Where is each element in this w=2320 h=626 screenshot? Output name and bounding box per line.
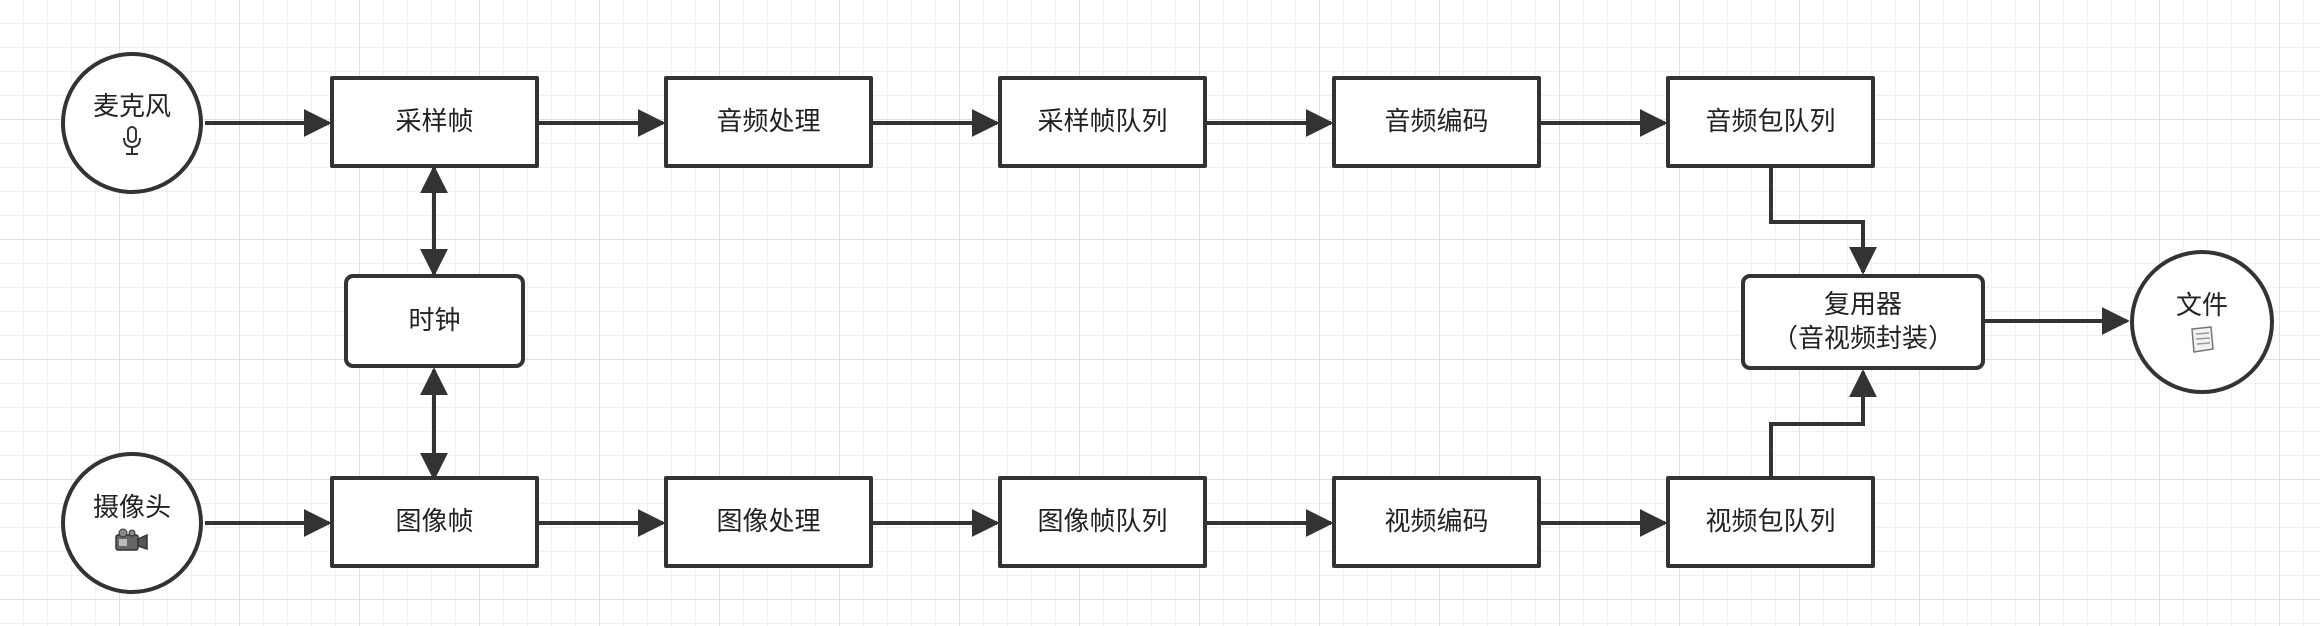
file-node: 文件 xyxy=(2130,250,2274,394)
camera-node: 摄像头 xyxy=(61,452,203,594)
audio-encode-node: 音频编码 xyxy=(1332,76,1541,168)
muxer-sublabel: （音视频封装） xyxy=(1771,324,1954,354)
video-encode-label: 视频编码 xyxy=(1384,507,1489,537)
muxer-node: 复用器 （音视频封装） xyxy=(1741,274,1985,370)
sample-frame-label: 采样帧 xyxy=(395,107,474,137)
audio-process-label: 音频处理 xyxy=(716,107,821,137)
audio-packet-queue-label: 音频包队列 xyxy=(1705,107,1836,137)
image-frame-node: 图像帧 xyxy=(330,476,539,568)
microphone-node: 麦克风 xyxy=(61,52,203,194)
audio-encode-label: 音频编码 xyxy=(1384,107,1489,137)
video-packet-queue-label: 视频包队列 xyxy=(1705,507,1836,537)
sample-queue-node: 采样帧队列 xyxy=(998,76,1207,168)
sample-queue-label: 采样帧队列 xyxy=(1037,107,1168,137)
edge-audio-packet-queue-to-muxer xyxy=(1769,168,1877,275)
edge-video-packet-queue-to-muxer xyxy=(1769,369,1877,478)
document-icon xyxy=(2191,326,2214,353)
video-packet-queue-node: 视频包队列 xyxy=(1666,476,1875,568)
clock-label: 时钟 xyxy=(408,306,461,336)
clock-node: 时钟 xyxy=(344,274,525,368)
image-queue-node: 图像帧队列 xyxy=(998,476,1207,568)
image-process-node: 图像处理 xyxy=(664,476,873,568)
sample-frame-node: 采样帧 xyxy=(330,76,539,168)
image-frame-label: 图像帧 xyxy=(395,507,474,537)
muxer-label: 复用器 xyxy=(1823,290,1902,320)
microphone-label: 麦克风 xyxy=(92,92,171,122)
microphone-icon xyxy=(123,126,141,155)
video-encode-node: 视频编码 xyxy=(1332,476,1541,568)
image-queue-label: 图像帧队列 xyxy=(1037,507,1168,537)
video-camera-icon xyxy=(115,528,148,551)
camera-label: 摄像头 xyxy=(92,493,171,523)
image-process-label: 图像处理 xyxy=(716,507,821,537)
file-label: 文件 xyxy=(2175,291,2228,321)
audio-packet-queue-node: 音频包队列 xyxy=(1666,76,1875,168)
audio-process-node: 音频处理 xyxy=(664,76,873,168)
